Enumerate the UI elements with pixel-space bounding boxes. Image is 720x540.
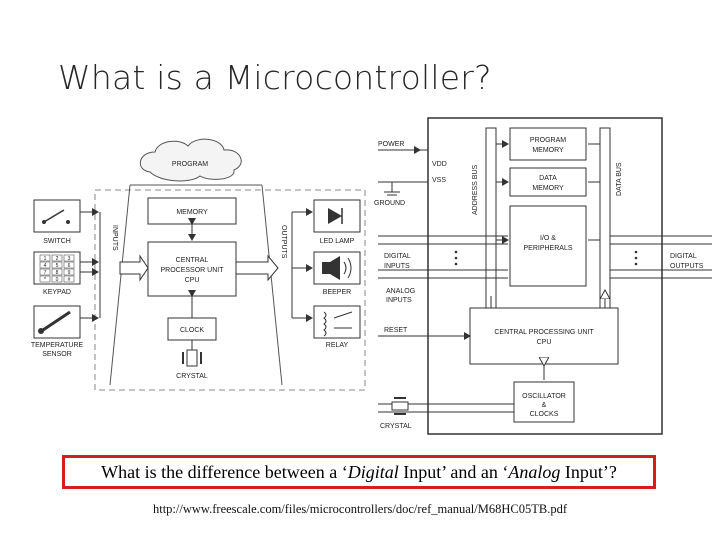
cpu-right-label-2: CPU [537, 339, 552, 346]
memory-label: MEMORY [176, 209, 208, 216]
address-bus [485, 127, 497, 309]
keypad-key-label: 6 [68, 263, 71, 269]
keypad-key-label: 3 [68, 256, 71, 262]
switch-label: SWITCH [43, 238, 71, 245]
keypad-key [51, 268, 63, 276]
temperature-label-1: TEMPERATURE [31, 342, 84, 349]
keypad-key [51, 275, 63, 283]
keypad-key [51, 254, 63, 262]
temperature-sensor-device: TEMPERATURE SENSOR [31, 305, 84, 358]
power-label: POWER [378, 141, 404, 148]
program-label: PROGRAM [172, 161, 208, 168]
beeper-device: BEEPER [313, 251, 361, 296]
cpu-label-3: CPU [185, 277, 200, 284]
keypad-key [63, 275, 75, 283]
crystal-symbol-right [378, 397, 514, 415]
question-text-2: Input’ and an ‘ [398, 462, 509, 482]
question-box: What is the difference between a ‘Digita… [62, 455, 656, 489]
digital-input-lines [378, 235, 508, 279]
clock-label: CLOCK [180, 327, 204, 334]
keypad-label: KEYPAD [43, 289, 71, 296]
keypad-key-label: 9 [68, 270, 71, 276]
program-memory-label-2: MEMORY [532, 147, 564, 154]
question-text-1: What is the difference between a ‘ [101, 462, 348, 482]
keypad-key [39, 254, 51, 262]
digital-inputs-label-2: INPUTS [384, 263, 410, 270]
data-memory-box [509, 167, 587, 197]
io-peripherals-box [509, 205, 587, 287]
question-analog: Analog [508, 462, 561, 482]
keypad-key-label: 1 [44, 256, 47, 262]
left-dashed-frame [94, 189, 366, 391]
analog-inputs-label-1: ANALOG [386, 288, 415, 295]
keypad-key [39, 268, 51, 276]
keypad-key-label: 2 [56, 256, 59, 262]
data-bus-label: DATA BUS [616, 162, 623, 196]
keypad-key-label: * [44, 277, 46, 283]
crystal-right-label: CRYSTAL [380, 423, 412, 430]
cpu-right-label-1: CENTRAL PROCESSING UNIT [494, 329, 594, 336]
temperature-label-2: SENSOR [42, 351, 72, 358]
cpu-box-right [469, 307, 619, 365]
vss-label: VSS [432, 177, 446, 184]
io-label-1: I/O & [540, 235, 556, 242]
source-url[interactable]: http://www.freescale.com/files/microcont… [152, 502, 567, 516]
digital-outputs-label-1: DIGITAL [670, 253, 697, 260]
keypad-key-label: 5 [56, 263, 59, 269]
digital-inputs-label-1: DIGITAL [384, 253, 411, 260]
inputs-label: INPUTS [111, 225, 118, 251]
cpu-label-2: PROCESSOR UNIT [160, 267, 224, 274]
io-label-2: PERIPHERALS [523, 245, 572, 252]
digital-outputs-label-2: OUTPUTS [670, 263, 704, 270]
right-block-diagram: POWER VDD VSS GROUND PROGRAM MEMORY DATA… [374, 117, 712, 435]
program-memory-label-1: PROGRAM [530, 137, 566, 144]
keypad-key-label: 0 [56, 277, 59, 283]
switch-device: SWITCH [33, 199, 81, 245]
keypad-key-label: 8 [56, 270, 59, 276]
digital-output-lines [610, 235, 712, 279]
keypad-key-label: # [68, 277, 71, 283]
cpu-label-1: CENTRAL [176, 257, 209, 264]
reset-label: RESET [384, 327, 408, 334]
keypad-key [39, 275, 51, 283]
relay-label: RELAY [326, 342, 349, 349]
crystal-label: CRYSTAL [176, 373, 208, 380]
keypad-key [63, 261, 75, 269]
program-cloud: PROGRAM [140, 138, 242, 182]
input-block-arrow [119, 254, 149, 282]
outputs-label: OUTPUTS [280, 225, 287, 259]
led-lamp-label: LED LAMP [320, 238, 355, 245]
keypad-key [51, 261, 63, 269]
program-memory-box [509, 127, 587, 161]
mcu-outline [427, 117, 663, 435]
question-digital: Digital [347, 462, 399, 482]
keypad-key-label: 4 [44, 263, 47, 269]
keypad-key-label: 7 [44, 270, 47, 276]
oscillator-label-3: CLOCKS [530, 411, 559, 418]
oscillator-label-1: OSCILLATOR [522, 393, 566, 400]
keypad-key [63, 254, 75, 262]
oscillator-label-2: & [542, 402, 547, 409]
analog-inputs-label-2: INPUTS [386, 297, 412, 304]
data-memory-label-2: MEMORY [532, 185, 564, 192]
keypad-device: 1 2 3 4 5 6 7 8 9 * 0 # KEYPAD [33, 251, 81, 296]
slide-title: What is a Microcontroller? [58, 58, 492, 97]
keypad-key [39, 261, 51, 269]
left-block-diagram: PROGRAM MEMORY CENTRAL PROCESSOR UNIT CP… [31, 138, 366, 391]
oscillator-box [513, 381, 575, 423]
relay-device: RELAY [313, 305, 361, 349]
keypad-key [63, 268, 75, 276]
beeper-label: BEEPER [323, 289, 351, 296]
data-memory-label-1: DATA [539, 175, 557, 182]
address-bus-label: ADDRESS BUS [472, 164, 479, 215]
ground-label: GROUND [374, 200, 405, 207]
output-block-arrow [235, 254, 279, 282]
vdd-label: VDD [432, 161, 447, 168]
question-text-3: Input’? [560, 462, 617, 482]
crystal-symbol [182, 340, 202, 367]
led-lamp-device: LED LAMP [313, 199, 361, 245]
data-bus [599, 127, 611, 309]
